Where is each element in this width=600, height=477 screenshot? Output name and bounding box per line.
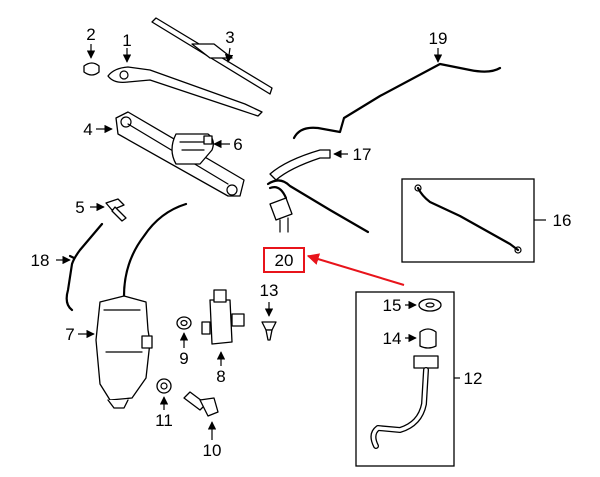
reservoir-feed-hose: [122, 202, 188, 298]
callout-11: 11: [155, 411, 173, 430]
callout-16: 16: [553, 211, 572, 230]
part-18-hose: [56, 222, 104, 312]
part-17-cowl-hose: [266, 149, 370, 234]
part-14-filler-cap: [405, 328, 437, 349]
callout-4: 4: [83, 120, 92, 139]
part-6-wiper-motor: [171, 133, 230, 165]
callout-8: 8: [216, 367, 225, 386]
callout-19: 19: [429, 29, 448, 48]
callout-12: 12: [464, 369, 483, 388]
callout-20: 20: [275, 251, 294, 270]
part-8-washer-pump: [201, 289, 245, 366]
part-10-level-sensor: [183, 391, 219, 440]
callout-15: 15: [383, 296, 402, 315]
part-19-washer-hose: [292, 48, 502, 140]
callout-20-highlight: [263, 247, 405, 286]
part-12-filler-neck: [370, 355, 460, 449]
part-2-cap: [83, 44, 100, 76]
part-9-grommet: [176, 316, 192, 348]
part-12-filler-neck-box: [355, 291, 460, 467]
callout-18: 18: [31, 251, 50, 270]
part-4-wiper-linkage: [96, 111, 245, 197]
callout-17: 17: [353, 145, 372, 164]
callout-9: 9: [179, 349, 188, 368]
part-16-hose-box: [401, 178, 546, 263]
part-15-cap-seal: [405, 298, 442, 312]
callout-10: 10: [203, 441, 222, 460]
part-3-wiper-blade: [151, 17, 273, 95]
callout-2: 2: [86, 25, 95, 44]
callout-14: 14: [383, 329, 402, 348]
callout-1: 1: [122, 31, 131, 50]
part-20-connector: [268, 186, 293, 233]
part-11-seal: [156, 378, 172, 410]
part-1-wiper-arm: [107, 48, 263, 117]
part-7-washer-reservoir: [78, 295, 153, 409]
callout-6: 6: [233, 135, 242, 154]
callout-3: 3: [225, 28, 234, 47]
part-5-bolt: [90, 198, 127, 222]
callout-13: 13: [260, 281, 279, 300]
callout-5: 5: [75, 198, 84, 217]
part-13-clip: [261, 302, 277, 341]
callout-7: 7: [65, 325, 74, 344]
